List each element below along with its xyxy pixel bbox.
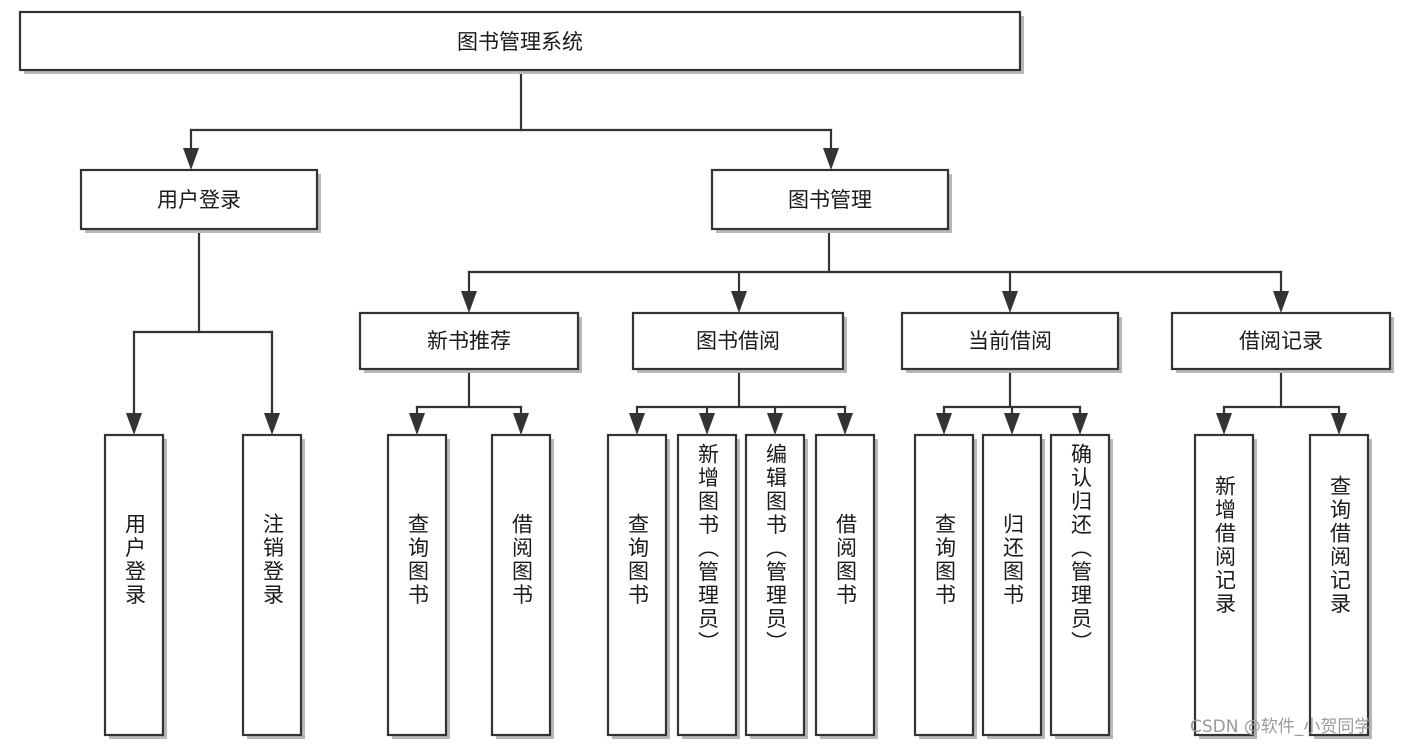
node-root[interactable]: 图书管理系统 (18, 10, 1024, 74)
leaf-box-user-login[interactable] (103, 433, 165, 737)
leaf-boxes (103, 433, 1372, 739)
leaf-box-confirm-return-admin[interactable] (1049, 433, 1111, 737)
leaf-box-return-book[interactable] (981, 433, 1043, 737)
node-borrow-record[interactable]: 借阅记录 (1170, 311, 1394, 373)
connectors-borrowrecord-to-leaves (1216, 371, 1347, 435)
connectors-bookmgmt-to-level3 (461, 231, 1289, 313)
leaf-box-query-borrow-record[interactable] (1308, 433, 1370, 737)
connectors-userlogin-to-leaves (126, 231, 280, 435)
leaf-box-query-book-2[interactable] (606, 433, 668, 737)
node-book-borrow-label: 图书借阅 (696, 329, 780, 353)
leaf-box-query-book-1[interactable] (386, 433, 448, 737)
node-root-label: 图书管理系统 (457, 30, 583, 54)
node-user-login[interactable]: 用户登录 (79, 168, 321, 233)
node-user-login-label: 用户登录 (157, 188, 241, 212)
node-current-borrow-label: 当前借阅 (968, 329, 1052, 353)
leaf-box-query-book-3[interactable] (913, 433, 975, 737)
connectors-bookborrow-to-leaves (629, 371, 853, 435)
leaf-box-edit-book-admin[interactable] (744, 433, 806, 737)
leaf-box-add-borrow-record[interactable] (1193, 433, 1255, 737)
leaf-box-borrow-book-2[interactable] (814, 433, 876, 737)
node-current-borrow[interactable]: 当前借阅 (900, 311, 1122, 373)
leaf-box-add-book-admin[interactable] (676, 433, 738, 737)
node-book-borrow[interactable]: 图书借阅 (631, 311, 847, 373)
node-new-book-recommend[interactable]: 新书推荐 (358, 311, 582, 373)
node-borrow-record-label: 借阅记录 (1239, 329, 1323, 353)
connectors-root-to-level2 (183, 68, 839, 170)
node-book-management-label: 图书管理 (788, 188, 872, 212)
connectors-currentborrow-to-leaves (936, 371, 1088, 435)
node-book-management[interactable]: 图书管理 (710, 168, 952, 233)
connectors-newbook-to-leaves (409, 371, 529, 435)
leaf-box-logout[interactable] (241, 433, 303, 737)
leaf-box-borrow-book-1[interactable] (490, 433, 552, 737)
node-new-book-recommend-label: 新书推荐 (427, 329, 511, 353)
